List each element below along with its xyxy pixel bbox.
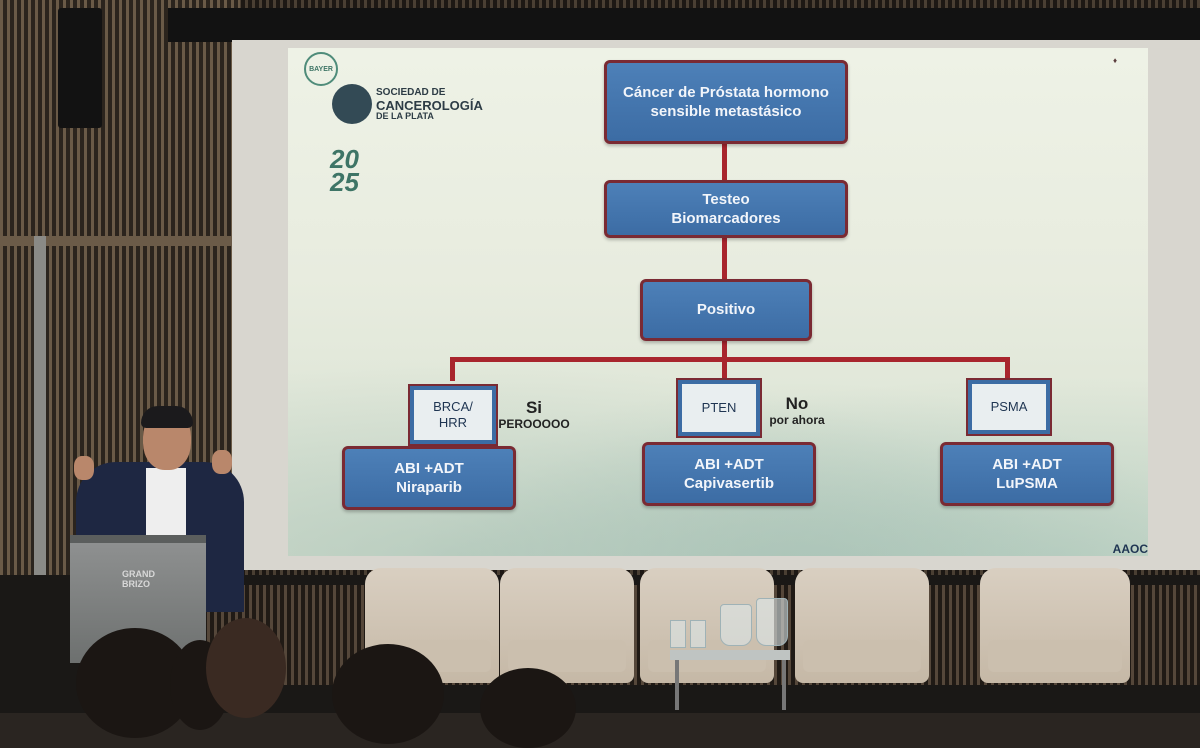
side-table — [670, 650, 790, 660]
connector-positive-down — [722, 338, 727, 360]
treatment-2-line-2: Capivasertib — [683, 475, 775, 492]
treatment-3-line-1: ABI +ADT — [992, 455, 1062, 473]
metal-pillar — [34, 236, 46, 581]
testing-line-1: Testeo — [702, 190, 750, 208]
society-emblem-icon — [332, 84, 372, 124]
connector-horizontal — [450, 357, 1010, 362]
treatment-niraparib: ABI +ADT Niraparib — [342, 446, 516, 510]
society-line-2: CANCEROLOGÍA — [376, 97, 483, 113]
marker-brca-hrr: BRCA/ HRR — [408, 384, 498, 446]
note-2-line-1: No — [785, 394, 809, 413]
corner-emblem-icon: ♦ — [1112, 56, 1118, 65]
year-bottom: 25 — [330, 167, 359, 198]
testing-line-2: Biomarcadores — [671, 210, 781, 227]
root-box: Cáncer de Próstata hormono sensible meta… — [604, 60, 848, 144]
note-1-line-1: Si — [525, 398, 543, 417]
treatment-1-line-1: ABI +ADT — [394, 459, 464, 477]
screen-housing — [168, 8, 1200, 42]
marker-3-line-1: PSMA — [990, 398, 1028, 414]
connector-branch-middle — [722, 357, 727, 381]
treatment-lupsma: ABI +ADT LuPSMA — [940, 442, 1114, 506]
connector-branch-left — [450, 357, 455, 381]
treatment-1-line-2: Niraparib — [396, 479, 462, 496]
marker-2-line-1: PTEN — [701, 399, 737, 415]
root-line-2: sensible metastásico — [650, 103, 802, 120]
lectern-logo: GRAND BRIZO — [122, 569, 155, 590]
armchair-4 — [795, 568, 929, 683]
water-pitcher — [720, 604, 752, 646]
loudspeaker — [58, 8, 102, 128]
armchair-5 — [980, 568, 1130, 683]
table-leg — [782, 660, 786, 710]
treatment-capivasertib: ABI +ADT Capivasertib — [642, 442, 816, 506]
society-line-3: DE LA PLATA — [376, 111, 434, 122]
speaker-hand-left — [74, 456, 94, 480]
speaker-hand-right — [212, 450, 232, 474]
marker-pten: PTEN — [676, 378, 762, 438]
connector-testing-positive — [722, 236, 727, 280]
lectern-line-1: GRAND — [122, 569, 155, 579]
marker-1-line-1: BRCA/ — [433, 398, 473, 414]
water-glass — [690, 620, 706, 648]
treatment-2-line-1: ABI +ADT — [694, 455, 764, 473]
chair-seat — [803, 640, 921, 672]
note-1-line-2: PEROOOOO — [498, 416, 570, 431]
lectern — [70, 535, 206, 663]
armchair-3 — [640, 568, 774, 683]
root-line-1: Cáncer de Próstata hormono — [623, 83, 829, 101]
positive-label: Positivo — [696, 301, 756, 319]
note-branch-2: No por ahora — [762, 394, 832, 427]
society-line-1: SOCIEDAD DE — [376, 87, 446, 98]
chair-seat — [508, 640, 626, 672]
lectern-line-2: BRIZO — [122, 578, 150, 589]
speaker-shirt — [146, 468, 186, 538]
water-glass — [670, 620, 686, 648]
connector-root-testing — [722, 140, 727, 180]
year-logo: 20 25 — [330, 146, 384, 206]
testing-box: Testeo Biomarcadores — [604, 180, 848, 238]
aaoc-logo: AAOC — [1112, 542, 1148, 556]
marker-psma: PSMA — [966, 378, 1052, 436]
audience-head — [332, 644, 444, 744]
year-top: 20 — [330, 144, 359, 174]
armchair-2 — [500, 568, 634, 683]
water-pitcher — [756, 598, 788, 646]
treatment-3-line-2: LuPSMA — [996, 475, 1058, 492]
positive-box: Positivo — [640, 279, 812, 341]
note-branch-1: Si PEROOOOO — [494, 398, 574, 431]
note-2-line-2: por ahora — [769, 412, 825, 427]
connector-branch-right — [1005, 357, 1010, 381]
table-leg — [675, 660, 679, 710]
marker-1-line-2: HRR — [438, 415, 468, 430]
wall-band — [0, 236, 240, 246]
society-name: SOCIEDAD DE CANCEROLOGÍA DE LA PLATA — [376, 87, 483, 122]
presentation-slide: BAYER SOCIEDAD DE CANCEROLOGÍA DE LA PLA… — [288, 48, 1148, 556]
speaker-hair — [141, 406, 193, 428]
bayer-logo: BAYER — [304, 52, 338, 86]
chair-seat — [988, 640, 1122, 672]
audience-head — [206, 618, 286, 718]
audience-head — [480, 668, 576, 748]
